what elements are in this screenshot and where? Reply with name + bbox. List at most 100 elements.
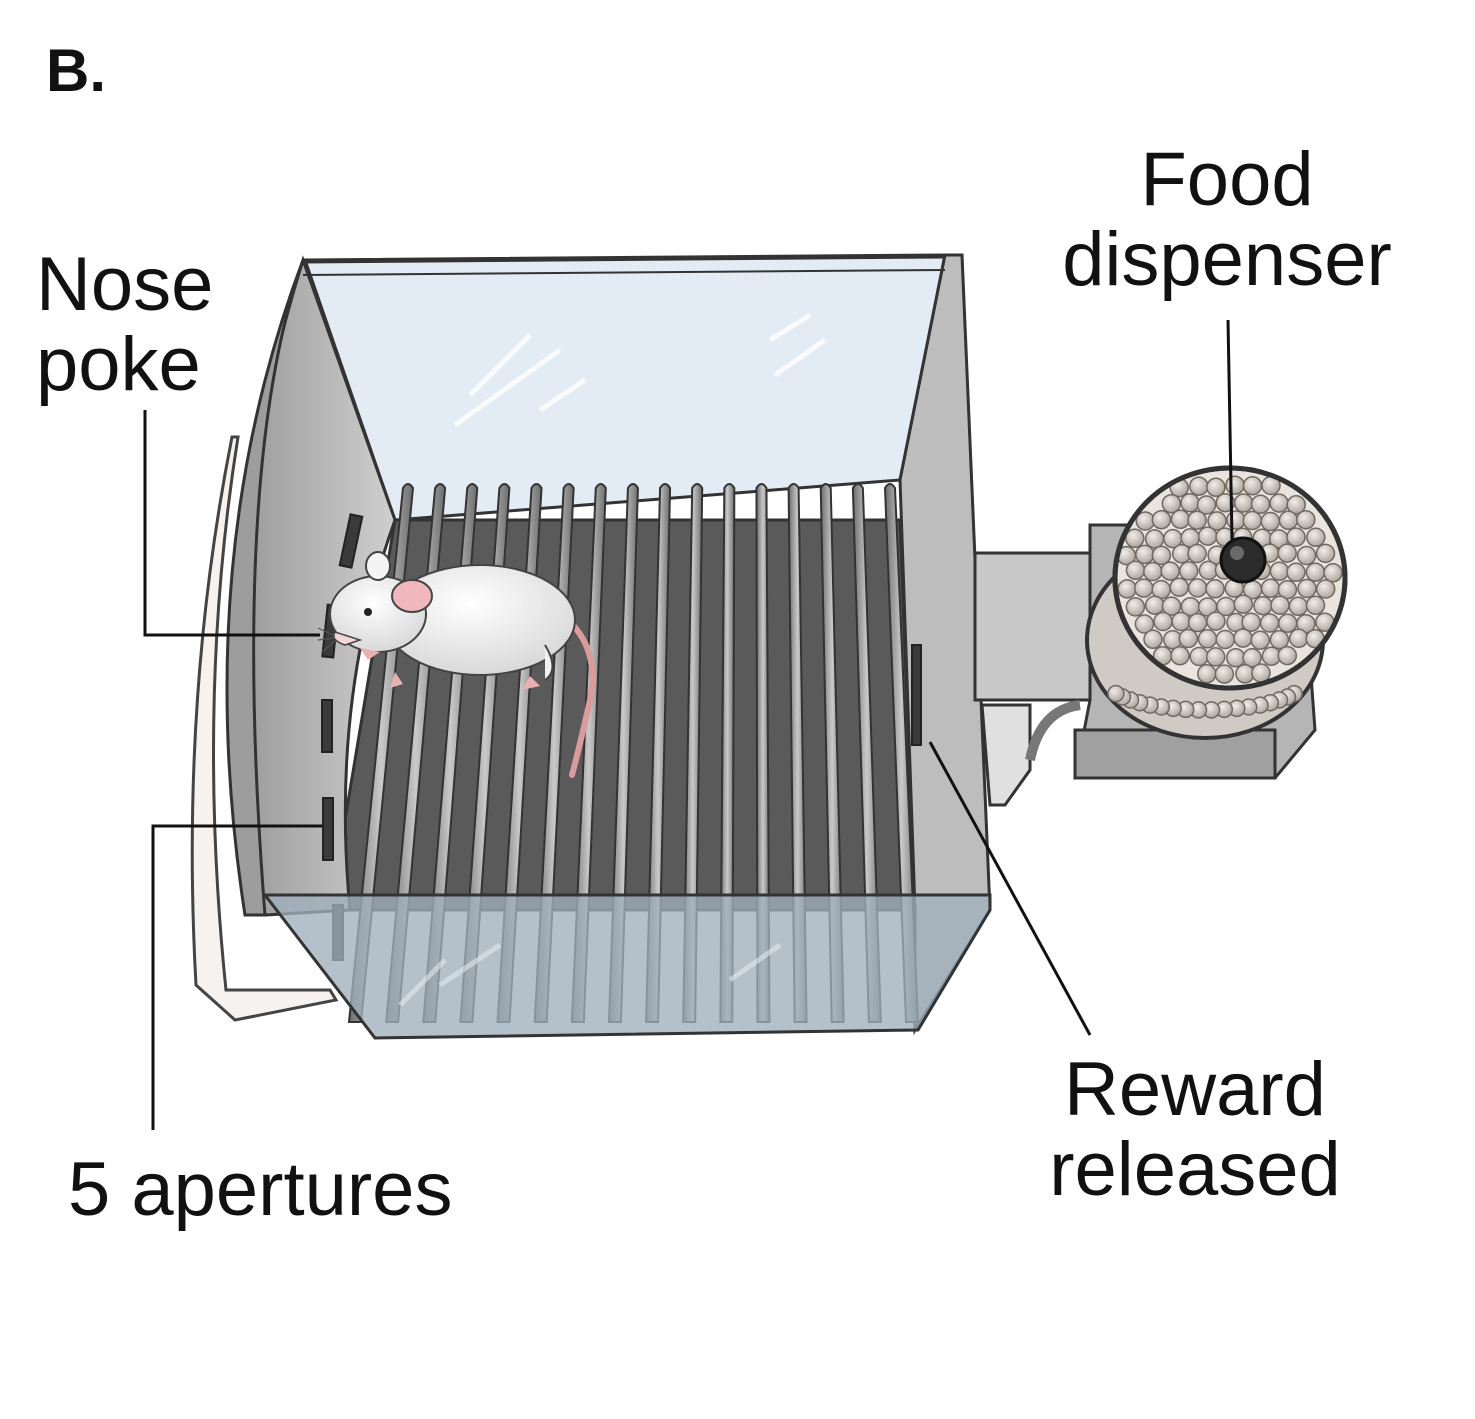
food-pellet — [1196, 495, 1217, 515]
food-pellet — [1144, 595, 1165, 615]
food-pellet — [1323, 563, 1343, 583]
food-pellet — [1260, 511, 1281, 532]
food-pellet — [1215, 629, 1235, 650]
food-pellet — [1178, 628, 1199, 649]
aperture-1 — [338, 513, 364, 569]
mouse-eye — [364, 608, 372, 616]
food-pellet — [1144, 529, 1165, 549]
food-pellet — [1189, 646, 1209, 667]
mouse-ear — [391, 579, 433, 613]
food-pellet — [1226, 510, 1246, 530]
food-pellet — [1187, 543, 1207, 564]
food-pellet — [1207, 511, 1227, 531]
food-pellet — [1206, 611, 1226, 631]
reward-released-leader — [928, 741, 1092, 1036]
food-pellet — [1242, 510, 1263, 531]
aperture-3 — [321, 699, 333, 753]
food-pellet — [1250, 494, 1271, 515]
food-pellet — [1235, 664, 1255, 684]
food-pellet — [1135, 544, 1155, 565]
food-pellet — [1197, 664, 1217, 684]
food-pellet — [1187, 510, 1207, 530]
food-pellet — [1198, 560, 1219, 581]
food-pellet — [1189, 476, 1209, 496]
food-pellet — [1143, 629, 1163, 650]
nose-poke-leader — [143, 410, 320, 637]
back-glass-wall — [302, 253, 947, 522]
mouse-tail — [565, 617, 596, 778]
apertures-leader — [151, 824, 322, 1130]
food-pellet — [1242, 648, 1262, 668]
food-pellet — [1214, 664, 1235, 684]
food-pellet — [1180, 493, 1200, 513]
food-dispenser-label: Food dispenser — [1062, 137, 1392, 302]
food-pellet — [1288, 596, 1309, 617]
food-pellet — [1233, 493, 1254, 513]
food-pellet — [1297, 578, 1317, 599]
food-pellet — [1151, 545, 1172, 566]
food-dispenser — [1085, 465, 1348, 740]
food-pellets — [1107, 475, 1343, 719]
food-pellet — [1260, 578, 1281, 599]
food-pellet — [1161, 596, 1182, 616]
food-pellet — [1306, 527, 1326, 548]
food-pellet — [1205, 647, 1226, 667]
apertures-label: 5 apertures — [68, 1147, 453, 1232]
food-pellet — [1107, 684, 1125, 703]
food-pellet — [1286, 562, 1306, 583]
food-pellet — [1178, 561, 1199, 581]
food-pellet — [1134, 578, 1154, 598]
food-pellet — [1225, 475, 1245, 495]
food-pellet — [1134, 614, 1155, 634]
food-dispenser-leader — [1226, 319, 1234, 541]
food-pellet — [1197, 526, 1218, 546]
wall-mounting-plate — [190, 435, 339, 1022]
food-pellet — [1259, 613, 1280, 633]
food-pellet — [1305, 562, 1326, 582]
food-pellet — [1286, 495, 1306, 515]
panel-letter: B. — [46, 37, 106, 104]
food-pellet — [1277, 613, 1298, 633]
food-pellet — [1125, 560, 1146, 580]
food-pellet — [1233, 594, 1254, 614]
dispenser-connector — [973, 551, 1092, 702]
nose-poke-label: Nose poke — [36, 242, 214, 407]
food-pellet — [1277, 579, 1298, 600]
dispenser-knob — [1219, 536, 1267, 584]
food-pellet — [1253, 595, 1273, 616]
food-pellet — [1251, 663, 1271, 683]
food-pellet — [1117, 579, 1137, 599]
food-pellet — [1241, 612, 1261, 632]
food-pellet — [1206, 477, 1226, 498]
food-pellet — [1187, 578, 1208, 598]
food-pellet — [1286, 527, 1306, 547]
food-pellet — [1315, 543, 1336, 564]
food-pellet — [1296, 509, 1316, 530]
food-pellet — [1187, 612, 1208, 633]
food-pellet — [1233, 628, 1253, 648]
food-pellet — [1269, 561, 1290, 581]
food-pellet — [1151, 509, 1172, 530]
reward-tray-slot — [911, 644, 922, 746]
food-pellet — [1143, 561, 1163, 582]
food-pellet — [1170, 509, 1191, 530]
food-pellet — [1197, 629, 1218, 649]
food-pellet — [1277, 543, 1297, 563]
food-pellet — [1277, 645, 1298, 666]
food-pellet — [1125, 597, 1146, 617]
food-pellet — [1170, 645, 1190, 666]
mouse — [317, 551, 596, 778]
food-pellet — [1296, 545, 1317, 566]
food-pellet — [1169, 577, 1189, 597]
food-pellet — [1315, 579, 1336, 599]
leader-lines — [143, 319, 1234, 1130]
food-pellet — [1242, 475, 1263, 496]
food-pellet — [1288, 628, 1309, 649]
food-pellet — [1269, 493, 1289, 513]
aperture-4 — [322, 797, 334, 861]
food-pellet — [1278, 510, 1299, 531]
food-pellet — [1305, 595, 1326, 616]
food-pellet — [1125, 528, 1145, 549]
food-pellet — [1205, 579, 1225, 599]
